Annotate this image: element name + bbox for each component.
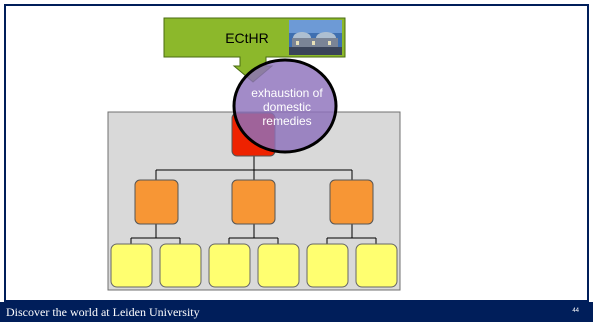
leaf-node-6 [355, 243, 398, 288]
mid-node-2 [231, 179, 276, 225]
circle-text-line-3: remedies [262, 114, 311, 128]
circle-text-line-1: exhaustion of [251, 86, 323, 100]
leaf-node-1 [110, 243, 153, 288]
footer-bar: Discover the world at Leiden University … [0, 302, 593, 322]
leaf-node-3 [208, 243, 251, 288]
mid-node-1 [134, 179, 179, 225]
leaf-node-5 [306, 243, 349, 288]
exhaustion-circle [232, 58, 338, 154]
mid-node-3 [329, 179, 374, 225]
connector-lines [130, 156, 377, 244]
circle-text-line-2: domestic [263, 100, 311, 114]
leaf-node-2 [159, 243, 202, 288]
court-building-photo [289, 20, 342, 55]
page-number: 44 [572, 308, 579, 314]
footer-text: Discover the world at Leiden University [6, 305, 200, 319]
ecthr-label: ECtHR [225, 30, 269, 46]
leaf-node-4 [257, 243, 300, 288]
